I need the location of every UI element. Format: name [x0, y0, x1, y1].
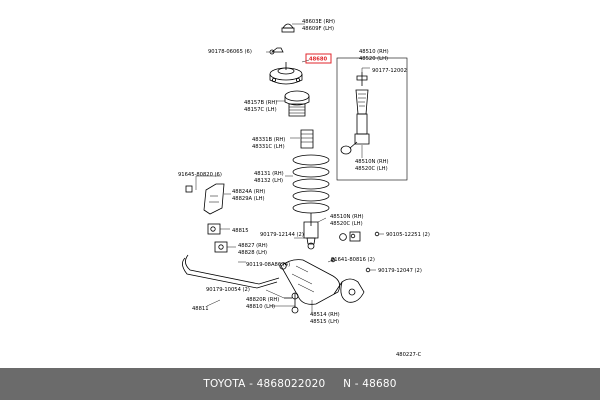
label-48520C-upper: 48520C (LH) [355, 166, 388, 172]
coil-spring-part [292, 154, 330, 226]
bushing-part [339, 231, 361, 242]
label-90179-12047: 90179-12047 (2) [378, 268, 422, 274]
shock-absorber-frame [336, 57, 408, 181]
footer-part-number-text: TOYOTA - 4868022020 N - 48680 [203, 378, 397, 390]
footer-bar: TOYOTA - 4868022020 N - 48680 [0, 368, 600, 400]
support-cap-part [270, 23, 295, 53]
strut-mount-part [269, 62, 303, 85]
label-48811: 48811 [192, 306, 209, 312]
knuckle-part [333, 278, 365, 303]
label-48331B: 48331B (RH) [252, 137, 285, 143]
label-48510N-upper: 48510N (RH) [355, 159, 389, 165]
label-48131: 48131 (RH) [254, 171, 284, 177]
stabilizer-bracket-part [203, 183, 228, 253]
label-90179-12144: 90179-12144 (2) [260, 232, 304, 238]
label-90105-12251: 90105-12251 (2) [386, 232, 430, 238]
stabilizer-bar-part [182, 254, 280, 289]
spring-upper-seat-part [284, 90, 310, 117]
shock-absorber-part [340, 72, 370, 155]
label-48132: 48132 (LH) [254, 178, 283, 184]
label-48824A: 48824A (RH) [232, 189, 265, 195]
label-48680-highlighted: 48680 [309, 57, 327, 63]
parts-diagram-canvas: 48603E (RH) 48609F (LH) 90178-06065 (6) … [178, 19, 430, 358]
label-48157B: 48157B (RH) [244, 100, 277, 106]
label-48609F: 48609F (LH) [302, 26, 334, 32]
label-48514: 48514 (RH) [310, 312, 340, 318]
label-48603E: 48603E (RH) [302, 19, 335, 25]
label-48510N-lower: 48510N (RH) [330, 214, 364, 220]
lower-arm-part [279, 259, 341, 305]
label-48510: 48510 (RH) [359, 49, 389, 55]
strut-lower-part [303, 221, 319, 250]
label-48520: 48520 (LH) [359, 56, 388, 62]
label-48828: 48828 (LH) [238, 250, 267, 256]
suspension-exploded-diagram: 48603E (RH) 48609F (LH) 90178-06065 (6) … [178, 19, 430, 358]
label-48829A: 48829A (LH) [232, 196, 265, 202]
label-91641-80816: 91641-80816 (2) [331, 257, 375, 263]
stabilizer-link-part [284, 292, 299, 314]
label-91645-80820: 91645-80820 (6) [178, 172, 222, 178]
label-48515: 48515 (LH) [310, 319, 339, 325]
label-48815: 48815 [232, 228, 249, 234]
bump-stopper-part [300, 129, 314, 149]
label-48157C: 48157C (LH) [244, 107, 277, 113]
leader-lines [195, 23, 384, 314]
label-90119-08A86: 90119-08A86 (4) [246, 262, 290, 268]
label-90178-06065: 90178-06065 (6) [208, 49, 252, 55]
label-48827: 48827 (RH) [238, 243, 268, 249]
label-48820R: 48820R (RH) [246, 297, 279, 303]
label-90179-10054: 90179-10054 (2) [206, 287, 250, 293]
label-90177-12002: 90177-12002 [372, 68, 407, 74]
label-48331C: 48331C (LH) [252, 144, 285, 150]
highlight-frame-48680 [305, 53, 332, 64]
label-48810: 48810 (LH) [246, 304, 275, 310]
diagram-code: 480227-C [396, 352, 422, 358]
label-48520C-lower: 48520C (LH) [330, 221, 363, 227]
